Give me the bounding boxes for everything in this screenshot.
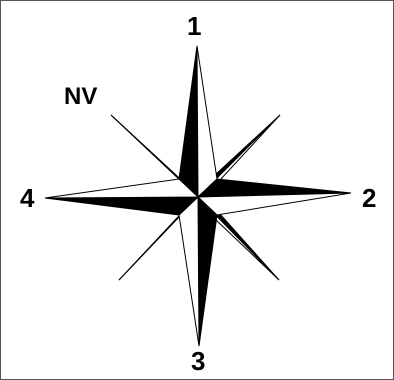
label-west: 4 xyxy=(20,185,34,211)
point-w-light xyxy=(45,179,198,198)
point-e-light xyxy=(198,193,351,215)
label-north: 1 xyxy=(187,13,201,39)
point-w-dark xyxy=(45,197,198,215)
point-n-light xyxy=(197,46,217,197)
point-s-dark xyxy=(198,197,217,346)
label-northwest: NV xyxy=(64,85,97,109)
label-south: 3 xyxy=(191,348,205,374)
point-n-dark xyxy=(179,46,198,197)
label-east: 2 xyxy=(362,185,376,211)
point-s-light xyxy=(179,197,199,346)
